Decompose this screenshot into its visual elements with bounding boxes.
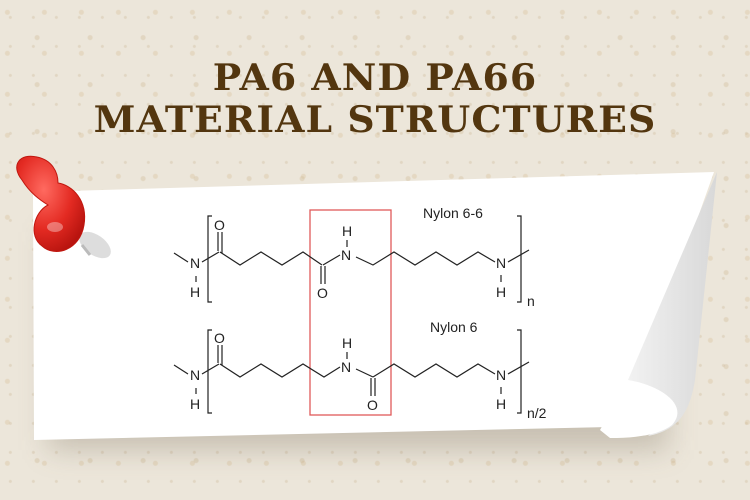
nylon-6-6-left-n: N <box>190 255 200 271</box>
curled-corner <box>628 172 717 436</box>
nylon-6-6-center-o: O <box>317 285 328 301</box>
nylon-6-structure <box>173 329 530 414</box>
nylon-6-carbonyl-o: O <box>214 330 225 346</box>
nylon-6-right-n: N <box>496 367 506 383</box>
nylon-6-6-subscript: n <box>527 293 535 309</box>
nylon-6-6-amide-h: H <box>342 223 352 239</box>
nylon-6-center-o: O <box>367 397 378 413</box>
nylon-6-6-amide-n: N <box>341 247 351 263</box>
nylon-6-label: Nylon 6 <box>430 319 478 335</box>
nylon-6-6-right-n: N <box>496 255 506 271</box>
nylon-6-6-carbonyl-o: O <box>214 217 225 233</box>
title-line-1: PA6 AND PA66 <box>212 57 538 99</box>
nylon-6-6-structure <box>173 215 530 303</box>
nylon-6-subscript: n/2 <box>527 405 547 421</box>
nylon-6-left-h: H <box>190 396 200 412</box>
nylon-6-left-n: N <box>190 367 200 383</box>
nylon-6-6-right-h: H <box>496 284 506 300</box>
repeat-unit-highlight-box <box>309 209 392 416</box>
nylon-6-amide-h: H <box>342 335 352 351</box>
nylon-6-6-label: Nylon 6-6 <box>423 205 483 221</box>
nylon-6-right-h: H <box>496 396 506 412</box>
pushpin-icon <box>16 155 111 259</box>
nylon-6-amide-n: N <box>341 359 351 375</box>
title-line-2: MATERIAL STRUCTURES <box>93 99 657 141</box>
nylon-6-6-left-h: H <box>190 284 200 300</box>
